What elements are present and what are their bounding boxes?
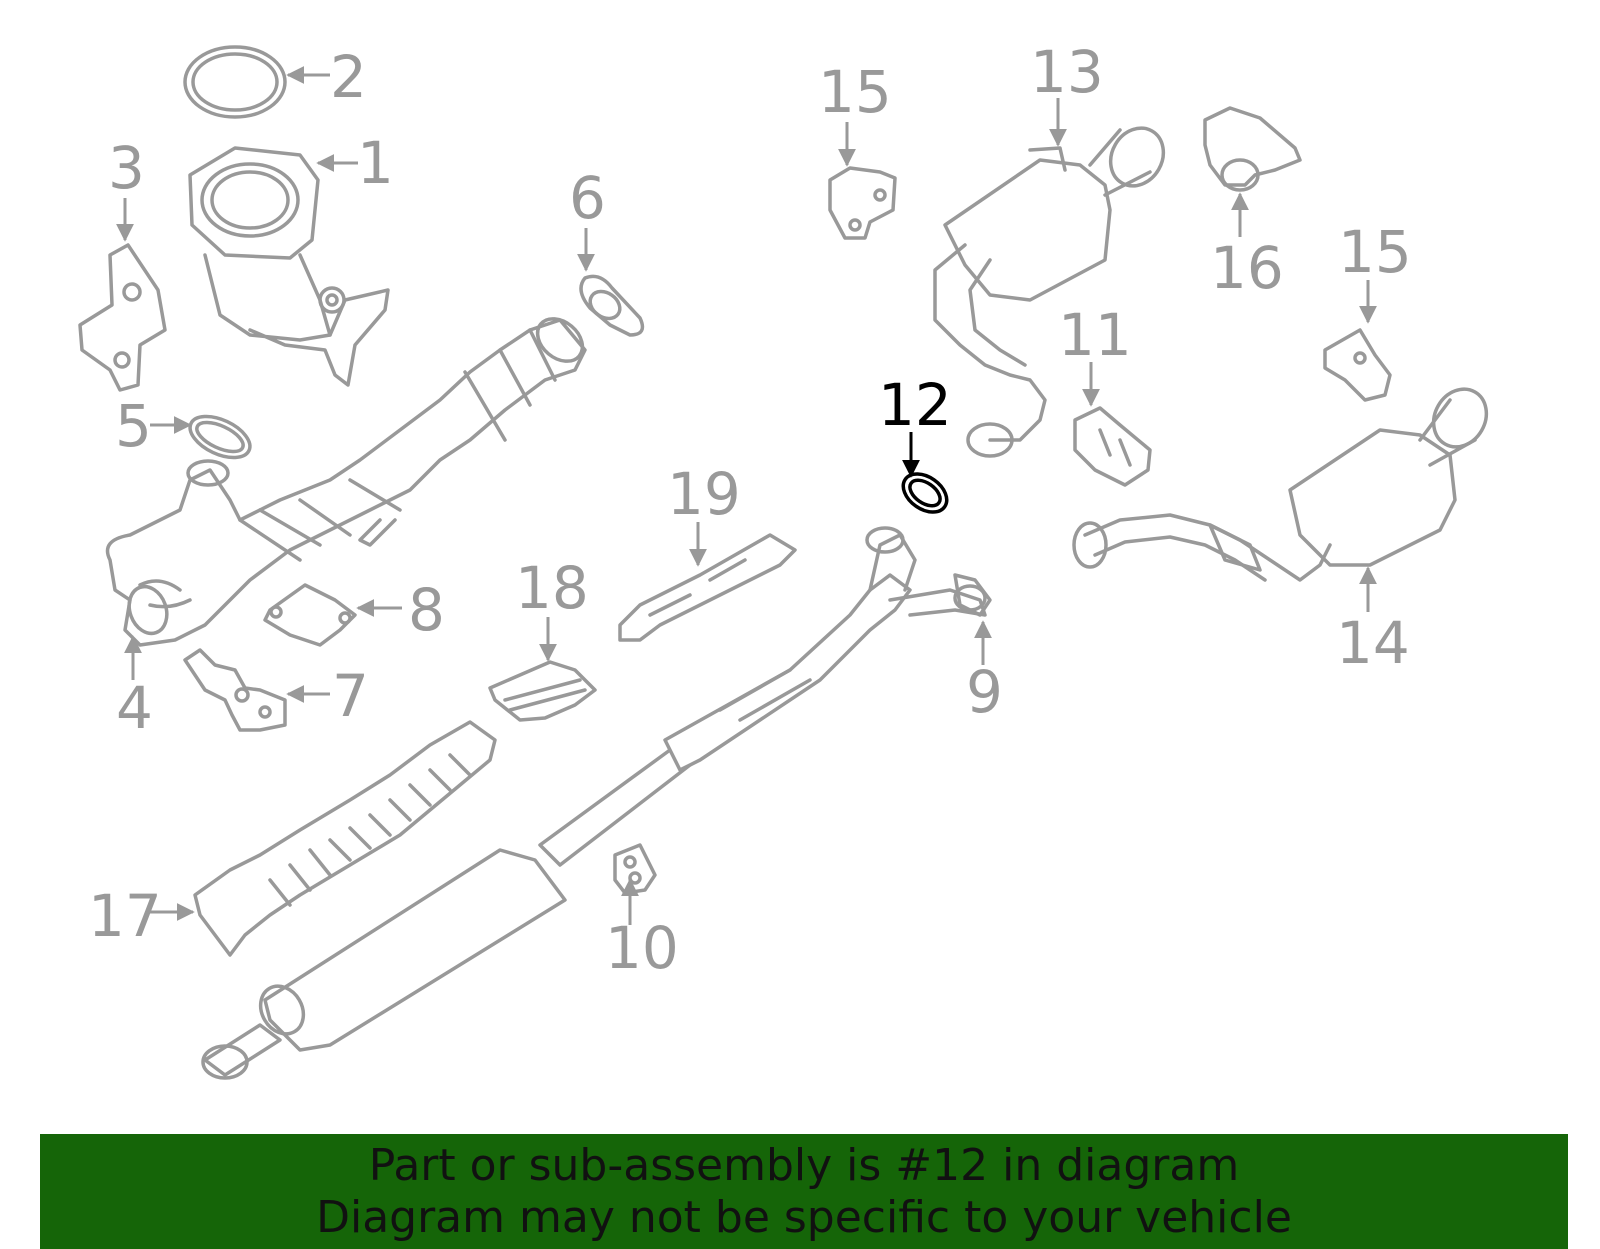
part-9-flange[interactable] bbox=[953, 573, 992, 617]
part-5-gasket[interactable] bbox=[184, 408, 256, 466]
part-12-gasket-highlighted[interactable] bbox=[896, 466, 954, 520]
part-19-heat-shield[interactable] bbox=[618, 533, 797, 642]
callout-8: 8 bbox=[408, 576, 445, 644]
callout-17: 17 bbox=[88, 882, 162, 950]
callout-12: 12 bbox=[878, 371, 952, 439]
callout-15-upper: 15 bbox=[818, 58, 892, 126]
part-13-muffler-left[interactable] bbox=[933, 119, 1174, 458]
part-16-finisher[interactable] bbox=[1203, 106, 1302, 192]
banner-line-2: Diagram may not be specific to your vehi… bbox=[316, 1192, 1292, 1243]
callout-labels: 1 2 3 4 5 6 7 8 9 10 11 12 13 14 15 15 1… bbox=[88, 38, 1412, 982]
callout-9: 9 bbox=[966, 658, 1003, 726]
part-4-front-pipe[interactable] bbox=[105, 310, 591, 647]
callout-5: 5 bbox=[115, 392, 152, 460]
part-11-bracket[interactable] bbox=[1073, 406, 1152, 487]
leader-arrows bbox=[116, 66, 1377, 925]
center-exhaust-pipe[interactable] bbox=[201, 526, 987, 1080]
part-3-bracket[interactable] bbox=[78, 243, 167, 392]
part-15-bracket-lower[interactable] bbox=[1323, 328, 1392, 402]
callout-1: 1 bbox=[357, 129, 394, 197]
callout-6: 6 bbox=[569, 164, 606, 232]
part-17-heat-shield[interactable] bbox=[193, 720, 497, 957]
callout-10: 10 bbox=[605, 914, 679, 982]
callout-19: 19 bbox=[667, 460, 741, 528]
callout-16: 16 bbox=[1210, 234, 1284, 302]
part-15-bracket-upper[interactable] bbox=[828, 166, 897, 240]
info-banner: Part or sub-assembly is #12 in diagram D… bbox=[40, 1134, 1568, 1249]
part-2-gasket[interactable] bbox=[183, 45, 287, 119]
part-8-heat-shield[interactable] bbox=[263, 583, 357, 647]
banner-line-1: Part or sub-assembly is #12 in diagram bbox=[368, 1140, 1240, 1191]
part-10-hanger[interactable] bbox=[613, 843, 657, 895]
part-1-catalytic-converter[interactable] bbox=[188, 146, 390, 387]
callout-3: 3 bbox=[108, 134, 145, 202]
callout-2: 2 bbox=[330, 43, 367, 111]
callout-15-lower: 15 bbox=[1338, 218, 1412, 286]
callout-7: 7 bbox=[332, 662, 369, 730]
callout-11: 11 bbox=[1058, 301, 1132, 369]
part-18-heat-shield[interactable] bbox=[488, 660, 597, 722]
part-7-sensor[interactable] bbox=[183, 648, 287, 732]
callout-13: 13 bbox=[1030, 38, 1104, 106]
callout-18: 18 bbox=[515, 554, 589, 622]
callout-4: 4 bbox=[116, 674, 153, 742]
callout-14: 14 bbox=[1336, 609, 1410, 677]
part-6-gasket[interactable] bbox=[579, 274, 645, 337]
part-14-muffler-right[interactable] bbox=[1072, 380, 1497, 582]
